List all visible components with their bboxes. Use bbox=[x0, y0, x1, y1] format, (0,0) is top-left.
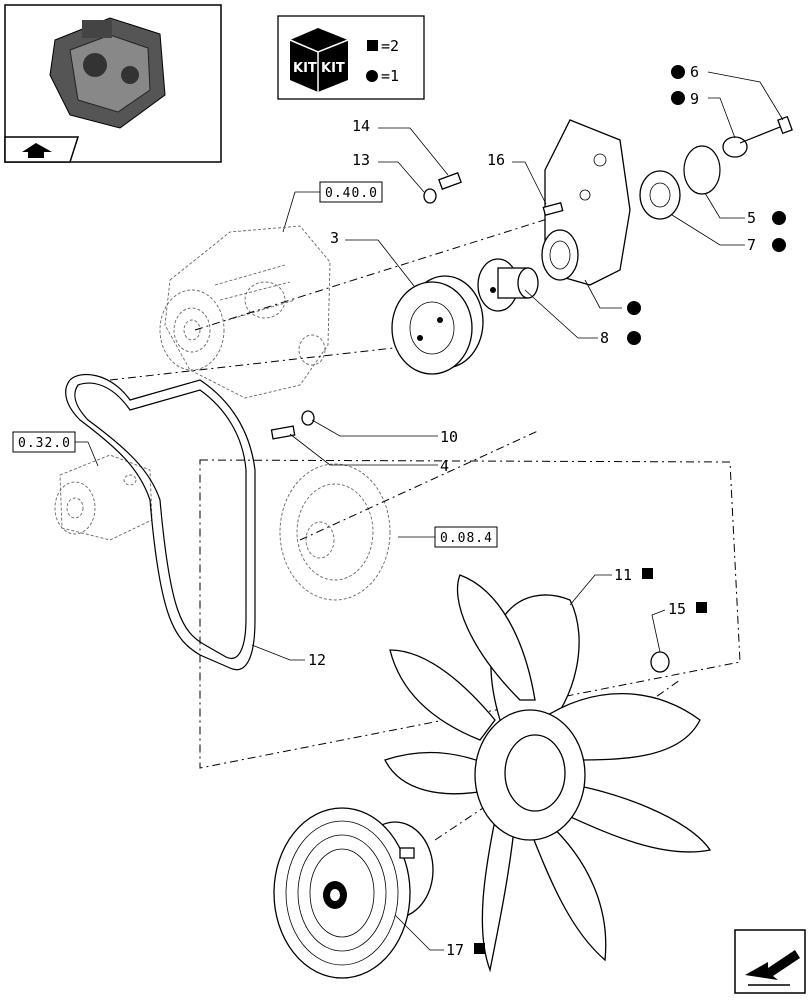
engine-thumbnail-icon bbox=[49, 17, 166, 129]
svg-text:13: 13 bbox=[352, 151, 370, 169]
pump-hub bbox=[477, 258, 539, 312]
bearing bbox=[639, 170, 681, 220]
svg-text:6: 6 bbox=[690, 63, 699, 81]
callout-10: 10 bbox=[311, 419, 458, 446]
circlip bbox=[683, 145, 721, 195]
svg-text:KIT: KIT bbox=[321, 61, 345, 76]
tensioner-ghost bbox=[54, 454, 153, 541]
ref-box-alternator[interactable]: 0.40.0 bbox=[319, 181, 383, 203]
svg-text:11: 11 bbox=[614, 566, 632, 584]
callout-17: 17 bbox=[394, 914, 485, 959]
callout-8: 8 bbox=[524, 289, 641, 347]
callout-12: 12 bbox=[251, 644, 326, 669]
callout-14: 14 bbox=[352, 117, 449, 176]
svg-text:16: 16 bbox=[487, 151, 505, 169]
svg-text:0.08.4: 0.08.4 bbox=[440, 531, 493, 546]
circle-marker-icon bbox=[627, 301, 641, 315]
svg-text:17: 17 bbox=[446, 941, 464, 959]
circle-legend-value: =1 bbox=[381, 67, 399, 85]
alternator-ghost bbox=[159, 225, 331, 399]
svg-text:15: 15 bbox=[668, 600, 686, 618]
pump-housing bbox=[541, 119, 631, 286]
svg-text:10: 10 bbox=[440, 428, 458, 446]
callout-16: 16 bbox=[487, 151, 547, 205]
circle-marker-icon bbox=[772, 238, 786, 252]
engine-thumbnail[interactable] bbox=[4, 4, 222, 163]
square-legend-value: =2 bbox=[381, 37, 399, 55]
bolt-6 bbox=[739, 115, 793, 144]
callout-housing bbox=[584, 279, 641, 315]
callout-13: 13 bbox=[352, 151, 425, 193]
callout-5: 5 bbox=[704, 192, 786, 227]
callout-11: 11 bbox=[569, 566, 653, 606]
svg-text:8: 8 bbox=[600, 329, 609, 347]
circle-marker-icon bbox=[772, 211, 786, 225]
washer bbox=[722, 136, 748, 158]
bolt-14 bbox=[438, 172, 462, 190]
pump-pulley bbox=[391, 275, 484, 375]
svg-text:3: 3 bbox=[330, 229, 339, 247]
circle-marker-icon bbox=[627, 331, 641, 345]
square-marker-icon bbox=[474, 943, 485, 954]
kit-legend: KIT KIT =2 =1 bbox=[277, 15, 425, 100]
ref-box-damper[interactable]: 0.08.4 bbox=[434, 526, 498, 548]
callout-3: 3 bbox=[330, 229, 415, 287]
callout-7: 7 bbox=[671, 214, 786, 254]
bolt-13 bbox=[423, 188, 437, 204]
svg-text:9: 9 bbox=[690, 90, 699, 108]
callout-15: 15 bbox=[651, 600, 707, 653]
circle-marker-icon bbox=[671, 65, 685, 79]
bolt-16 bbox=[542, 202, 564, 216]
kit-box-icon: KIT KIT bbox=[289, 28, 349, 92]
svg-text:5: 5 bbox=[747, 209, 756, 227]
svg-text:7: 7 bbox=[747, 236, 756, 254]
square-symbol-icon bbox=[367, 40, 378, 51]
svg-text:4: 4 bbox=[440, 457, 449, 475]
poly-v-belt bbox=[65, 373, 256, 671]
svg-text:12: 12 bbox=[308, 651, 326, 669]
cooling-fan bbox=[384, 574, 712, 973]
svg-text:KIT: KIT bbox=[293, 61, 317, 76]
square-marker-icon bbox=[642, 568, 653, 579]
callout-6: 6 bbox=[671, 63, 784, 121]
circle-marker-icon bbox=[671, 91, 685, 105]
viscous-coupling bbox=[273, 807, 434, 979]
svg-text:0.40.0: 0.40.0 bbox=[325, 186, 378, 201]
damper-ghost bbox=[279, 463, 391, 601]
square-marker-icon bbox=[696, 602, 707, 613]
svg-text:14: 14 bbox=[352, 117, 370, 135]
svg-text:0.32.0: 0.32.0 bbox=[18, 436, 71, 451]
callout-9: 9 bbox=[671, 90, 736, 139]
callout-4: 4 bbox=[289, 433, 449, 475]
back-arrow-icon bbox=[22, 143, 52, 158]
bolt-10 bbox=[270, 410, 315, 440]
nut-15 bbox=[650, 651, 670, 673]
next-page-button[interactable] bbox=[734, 929, 806, 994]
ref-box-tensioner[interactable]: 0.32.0 bbox=[12, 431, 76, 453]
next-page-arrow-icon bbox=[745, 950, 800, 986]
circle-symbol-icon bbox=[366, 70, 378, 82]
